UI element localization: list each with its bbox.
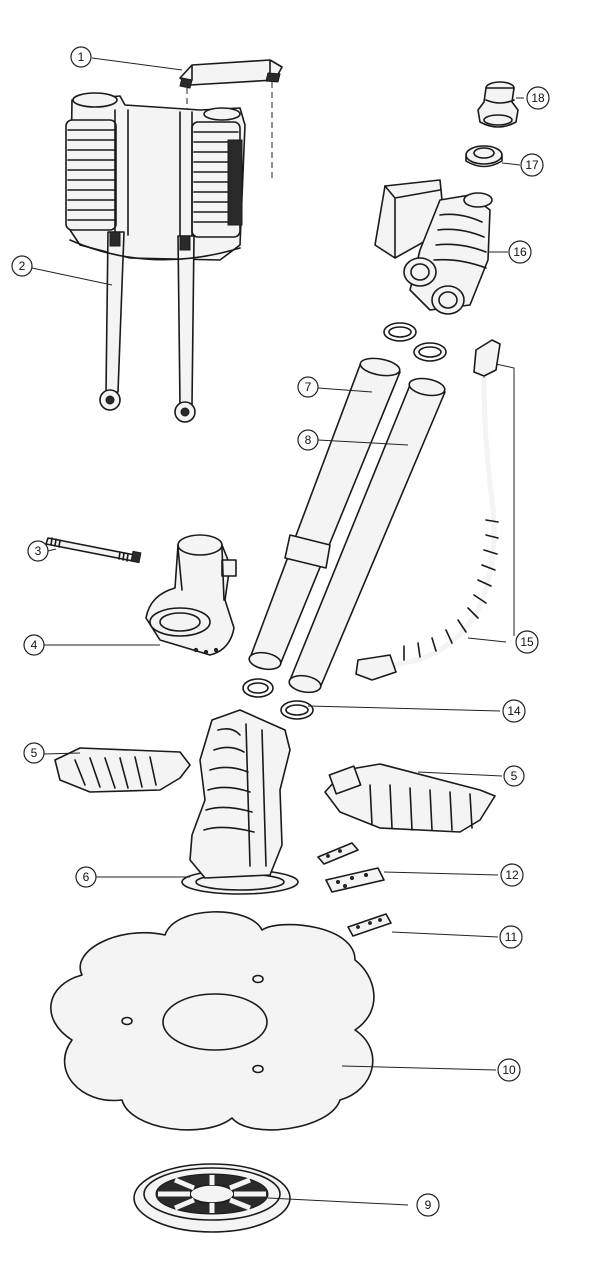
svg-text:1: 1 — [78, 50, 85, 64]
svg-text:5: 5 — [31, 746, 38, 760]
part-12-plates — [317, 842, 385, 893]
svg-text:2: 2 — [19, 259, 26, 273]
part-2-head-assembly — [65, 92, 246, 423]
svg-text:7: 7 — [305, 380, 312, 394]
svg-text:11: 11 — [505, 930, 518, 944]
leader-lines — [31, 57, 524, 1206]
callout-1: 1 — [70, 46, 92, 68]
callout-6: 6 — [75, 866, 97, 888]
part-16-swivel-assembly — [374, 179, 493, 315]
callout-8: 8 — [297, 429, 319, 451]
callout-5-right: 5 — [503, 765, 525, 787]
svg-text:5: 5 — [511, 769, 518, 783]
callout-11: 11 — [499, 925, 523, 949]
svg-text:15: 15 — [520, 635, 534, 649]
part-5-left-foot — [54, 747, 191, 793]
svg-text:16: 16 — [513, 245, 527, 259]
callout-14: 14 — [502, 699, 526, 723]
part-4-elbow-housing — [145, 534, 237, 656]
svg-text:6: 6 — [83, 870, 90, 884]
part-6-base-housing — [181, 709, 299, 895]
svg-text:4: 4 — [31, 638, 38, 652]
callout-2: 2 — [11, 255, 33, 277]
callout-3: 3 — [27, 540, 49, 562]
part-7-tube — [248, 357, 401, 671]
callout-5-left: 5 — [23, 742, 45, 764]
callout-16: 16 — [508, 240, 532, 264]
svg-text:14: 14 — [507, 704, 521, 718]
svg-text:9: 9 — [425, 1198, 432, 1212]
callout-18: 18 — [526, 86, 550, 110]
svg-text:10: 10 — [502, 1063, 516, 1077]
part-8-tube — [288, 377, 446, 694]
svg-text:18: 18 — [531, 91, 545, 105]
part-11-plate — [347, 913, 392, 937]
callout-17: 17 — [520, 153, 544, 177]
svg-text:17: 17 — [525, 158, 539, 172]
part-5-right-foot — [324, 763, 496, 833]
callout-15: 15 — [515, 630, 539, 654]
callout-10: 10 — [497, 1058, 521, 1082]
part-18-cone-fitting — [477, 81, 519, 128]
part-9-bottom-disk — [133, 1163, 291, 1233]
callout-7: 7 — [297, 376, 319, 398]
o-rings — [242, 322, 447, 720]
part-10-flower-disc — [50, 911, 375, 1131]
svg-text:8: 8 — [305, 433, 312, 447]
svg-text:12: 12 — [505, 868, 519, 882]
part-3-bolt — [45, 537, 142, 564]
part-1-handle-bracket — [179, 59, 283, 180]
svg-text:3: 3 — [35, 544, 42, 558]
callout-4: 4 — [23, 634, 45, 656]
callout-9: 9 — [416, 1193, 440, 1217]
part-17-washer — [465, 145, 503, 168]
part-15-hose — [355, 339, 501, 681]
callout-12: 12 — [500, 863, 524, 887]
